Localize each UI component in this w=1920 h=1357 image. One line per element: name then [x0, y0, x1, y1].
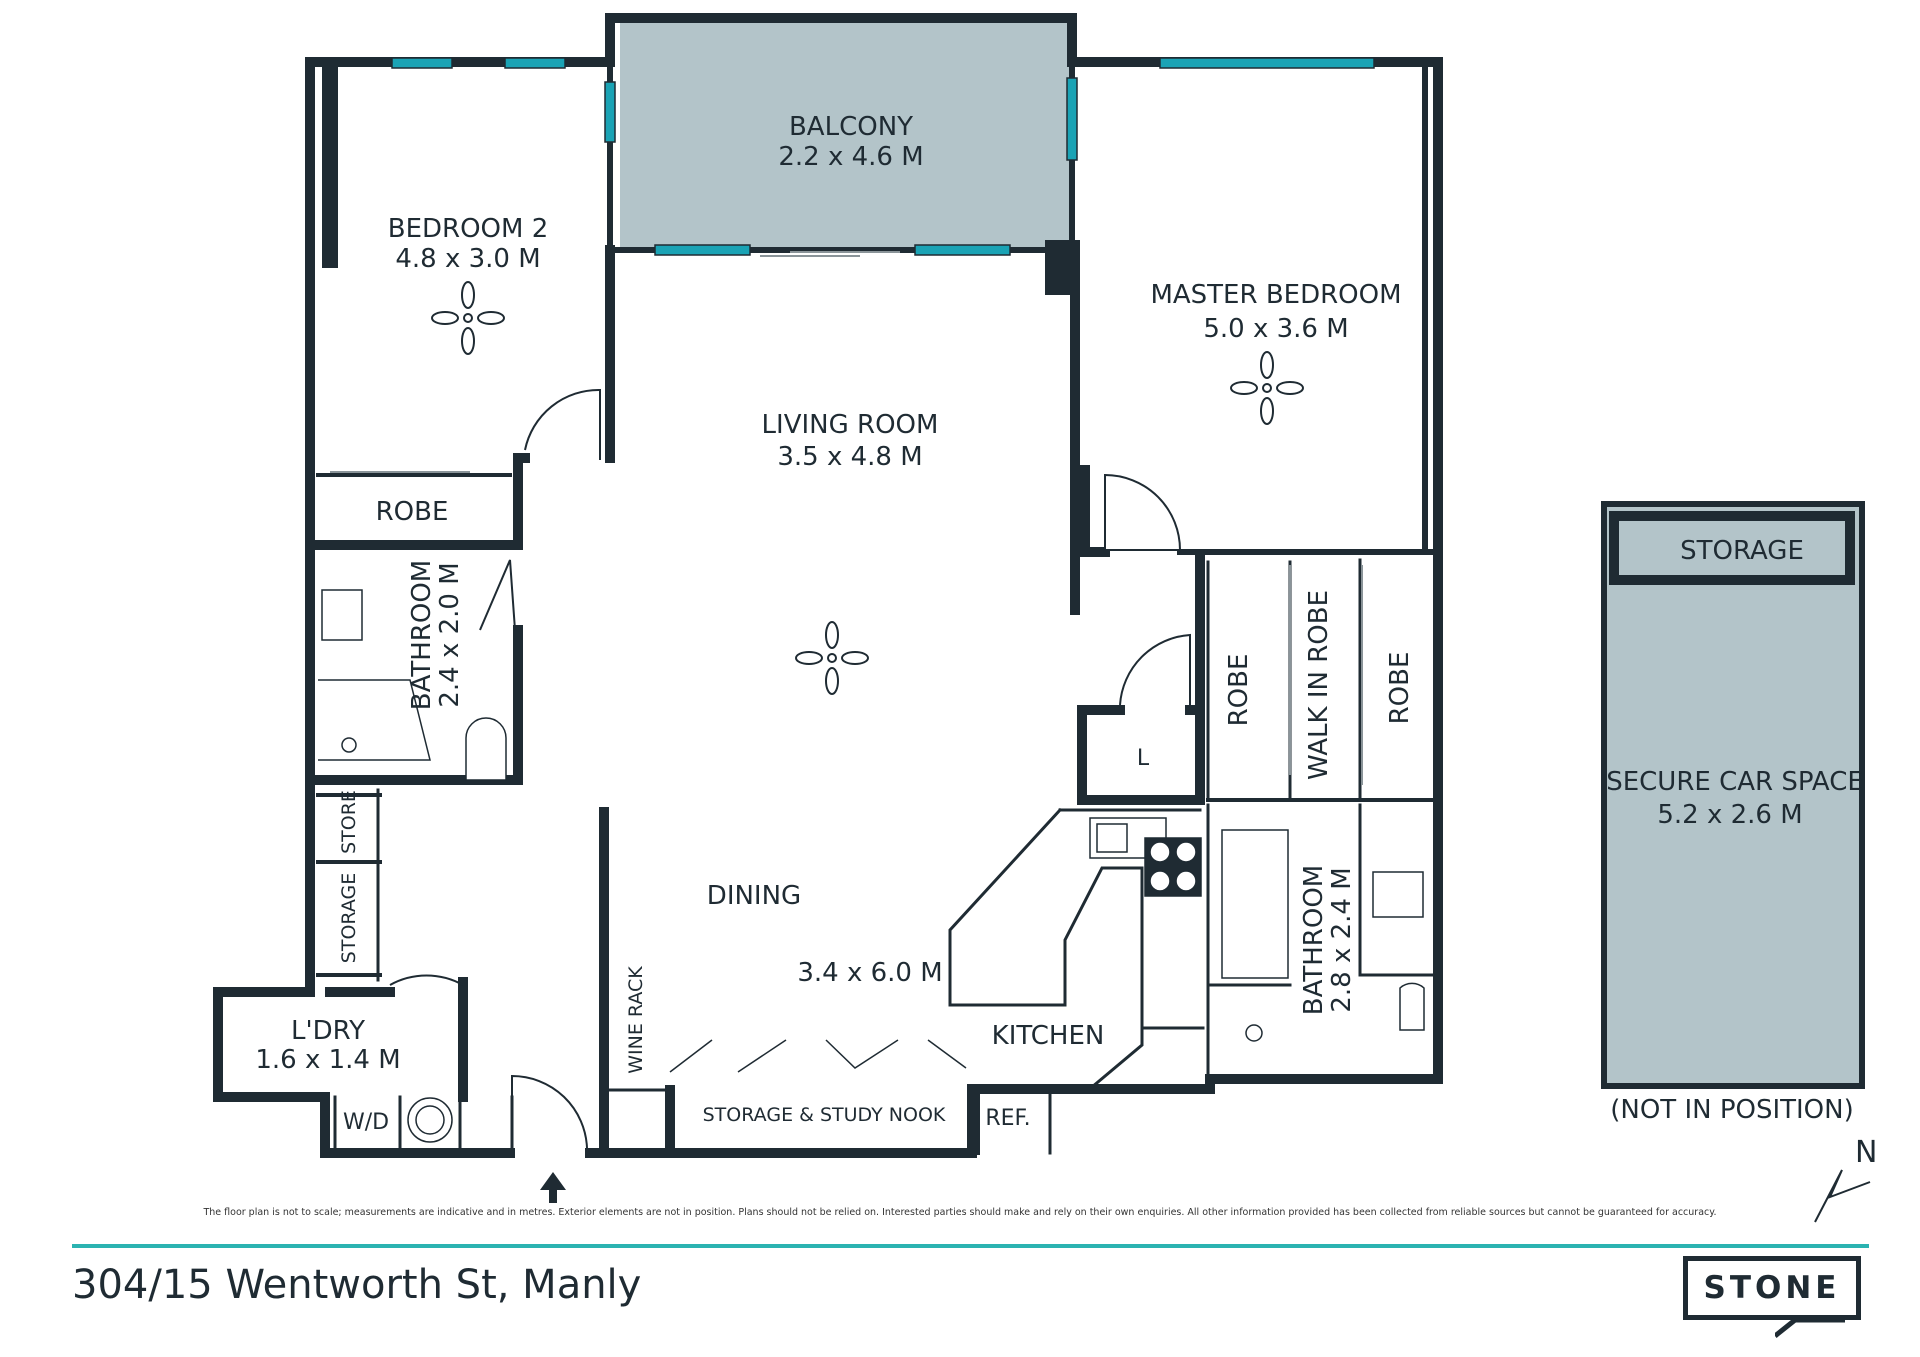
- walls: [213, 13, 1443, 1158]
- linen-label: L: [1137, 746, 1150, 771]
- bath2-name: BATHROOM: [1299, 865, 1329, 1015]
- divider-rule: [72, 1244, 1869, 1248]
- entry-arrow-icon: [540, 1172, 566, 1203]
- robe-bed2-label: ROBE: [376, 497, 449, 527]
- balcony-size: 2.2 x 4.6 M: [778, 142, 923, 172]
- bath1-name: BATHROOM: [407, 560, 437, 710]
- bedroom2-name: BEDROOM 2: [388, 214, 549, 244]
- car-size: 5.2 x 2.6 M: [1657, 800, 1802, 830]
- floor-plan: N BALCONY 2.2 x 4.6 M BEDROOM 2 4.8 x 3.…: [213, 13, 1877, 1223]
- disclaimer-text: The floor plan is not to scale; measurem…: [203, 1207, 1717, 1218]
- logo-text: STONE: [1703, 1270, 1841, 1306]
- walkin-label: WALK IN ROBE: [1304, 590, 1334, 780]
- ref-label: REF.: [985, 1106, 1030, 1131]
- laundry-size: 1.6 x 1.4 M: [255, 1045, 400, 1075]
- windows: [391, 57, 1375, 256]
- sliding-doors: [330, 251, 1363, 785]
- store-label: STORE: [338, 790, 360, 854]
- wine-label: WINE RACK: [625, 966, 647, 1074]
- fixtures: [318, 589, 1425, 1143]
- balcony-area: [620, 18, 1072, 250]
- bath2-size: 2.8 x 2.4 M: [1327, 867, 1357, 1012]
- master-size: 5.0 x 3.6 M: [1203, 314, 1348, 344]
- ceiling-fans: [431, 281, 1304, 695]
- logo-tail-icon: [1775, 1317, 1845, 1338]
- north-label: N: [1855, 1135, 1877, 1170]
- car-storage-area: [1609, 511, 1855, 585]
- car-storage-label: STORAGE: [1680, 536, 1804, 566]
- living-size: 3.5 x 4.8 M: [777, 442, 922, 472]
- car-space-outline: [1601, 501, 1865, 1089]
- wd-label: W/D: [343, 1110, 389, 1135]
- stone-logo: STONE: [1683, 1256, 1861, 1320]
- property-address: 304/15 Wentworth St, Manly: [72, 1262, 642, 1308]
- north-arrow-icon: [1814, 1169, 1871, 1223]
- robe-right-label: ROBE: [1385, 652, 1415, 725]
- bath1-size: 2.4 x 2.0 M: [435, 562, 465, 707]
- car-name: SECURE CAR SPACE: [1606, 767, 1864, 797]
- living-name: LIVING ROOM: [762, 410, 939, 440]
- dining-size: 3.4 x 6.0 M: [797, 958, 942, 988]
- storage-hall-label: STORAGE: [338, 873, 360, 963]
- car-note: (NOT IN POSITION): [1610, 1095, 1854, 1125]
- door-swings: [389, 388, 1191, 1149]
- study-label: STORAGE & STUDY NOOK: [703, 1104, 946, 1126]
- kitchen-name: KITCHEN: [992, 1021, 1105, 1051]
- bedroom2-size: 4.8 x 3.0 M: [395, 244, 540, 274]
- balcony-name: BALCONY: [789, 112, 913, 142]
- dining-name: DINING: [707, 881, 801, 911]
- master-name: MASTER BEDROOM: [1150, 280, 1401, 310]
- car-space-area: [1604, 504, 1862, 1086]
- laundry-name: L'DRY: [291, 1016, 365, 1046]
- robe-left-label: ROBE: [1224, 654, 1254, 727]
